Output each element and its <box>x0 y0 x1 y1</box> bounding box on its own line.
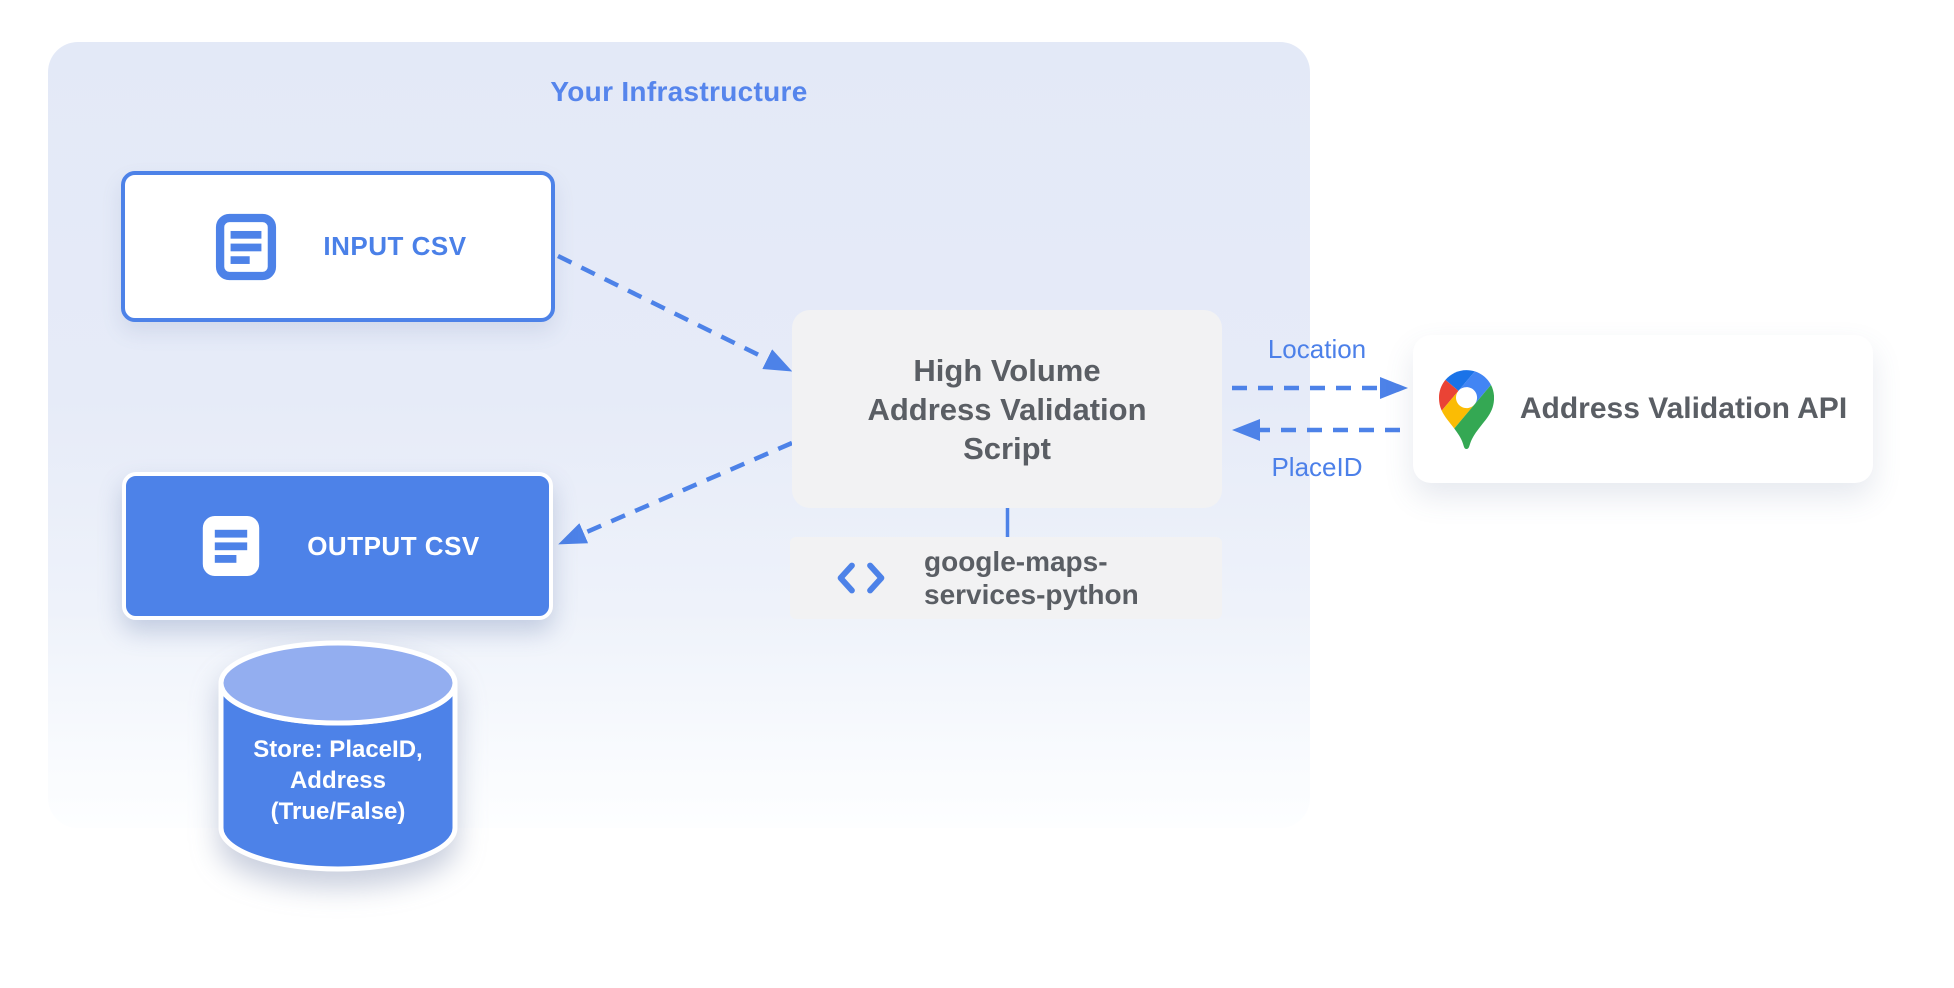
document-icon <box>209 210 283 284</box>
cylinder-shape <box>218 640 458 872</box>
datastore-cylinder: Store: PlaceID, Address (True/False) <box>218 638 458 878</box>
infrastructure-title: Your Infrastructure <box>550 76 808 107</box>
output-csv-node: OUTPUT CSV <box>122 472 553 620</box>
datastore-line-2: Address <box>289 767 387 794</box>
api-label: Address Validation API <box>1519 392 1848 425</box>
placeid-edge-label: PlaceID <box>1271 452 1363 482</box>
datastore-line-3: (True/False) <box>270 798 406 825</box>
script-line-3: Script <box>963 430 1051 466</box>
location-edge-label: Location <box>1267 334 1367 364</box>
google-maps-pin-icon <box>1438 369 1494 449</box>
input-csv-label: INPUT CSV <box>323 231 467 261</box>
input-csv-node: INPUT CSV <box>121 171 555 322</box>
code-icon <box>834 561 888 595</box>
document-icon <box>195 510 267 582</box>
library-node: google-maps- services-python <box>790 537 1222 619</box>
address-validation-api-node: Address Validation API <box>1413 335 1873 483</box>
library-label: google-maps- services-python <box>924 545 1139 611</box>
datastore-line-1: Store: PlaceID, <box>253 736 423 763</box>
arrow-input-to-script <box>557 253 793 372</box>
datastore-label: Store: PlaceID, Address (True/False) <box>218 734 458 827</box>
validation-script-node: High Volume Address Validation Script <box>792 310 1222 508</box>
script-line-1: High Volume <box>913 352 1101 388</box>
library-line-1: google-maps- <box>924 546 1108 577</box>
output-csv-label: OUTPUT CSV <box>307 530 480 561</box>
arrow-script-to-output <box>558 440 793 545</box>
library-line-2: services-python <box>924 579 1139 610</box>
script-line-2: Address Validation <box>867 391 1147 427</box>
